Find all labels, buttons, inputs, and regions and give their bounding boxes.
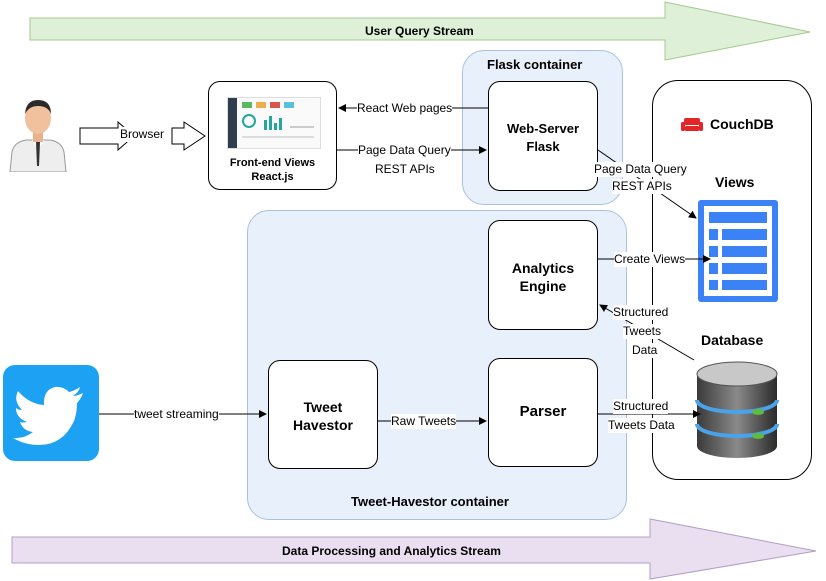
database-title: Database: [701, 332, 764, 348]
frontend-views-node[interactable]: Front-end Views React.js: [208, 81, 337, 190]
couch-icon: [681, 118, 703, 131]
react-pages-label: React Web pages: [357, 101, 453, 116]
tweet-label: Tweet: [303, 399, 343, 415]
structured-label-2a: Structured: [613, 399, 669, 414]
user-avatar-icon: [9, 100, 67, 172]
views-title: Views: [715, 174, 755, 190]
analytics-engine-node[interactable]: Analytics Engine: [488, 220, 598, 330]
raw-tweets-label: Raw Tweets: [391, 414, 457, 429]
structured-label-1a: Structured: [613, 305, 669, 320]
database-icon: [695, 361, 779, 458]
user-query-stream-label: User Query Stream: [365, 24, 474, 38]
harvestor-container-title: Tweet-Havestor container: [351, 494, 509, 509]
frontend-react-label: React.js: [251, 171, 294, 183]
engine-label: Engine: [519, 278, 567, 294]
data-processing-stream-label: Data Processing and Analytics Stream: [282, 544, 501, 558]
couchdb-title: CouchDB: [710, 116, 774, 132]
parser-label: Parser: [519, 403, 567, 420]
browser-label: Browser: [120, 127, 165, 142]
create-views-label: Create Views: [614, 252, 686, 267]
parser-node[interactable]: Parser: [488, 358, 598, 467]
user-query-stream-arrow: [29, 1, 811, 61]
tweet-havestor-node[interactable]: Tweet Havestor: [268, 360, 378, 469]
react-dashboard-thumbnail: [227, 97, 321, 149]
flask-label: Flask: [526, 139, 560, 154]
page-query-label-1a: Page Data Query: [358, 143, 451, 158]
twitter-bird-icon: [13, 386, 83, 445]
flask-container-title: Flask container: [487, 57, 583, 72]
analytics-label: Analytics: [511, 260, 575, 276]
page-query-label-1b: REST APIs: [375, 162, 435, 177]
page-query-label-2b: REST APIs: [612, 179, 672, 194]
structured-label-2b: Tweets Data: [608, 418, 675, 433]
structured-label-1c: Data: [632, 343, 658, 358]
structured-label-1b: Tweets: [623, 324, 662, 339]
webserver-flask-node[interactable]: Web-Server Flask: [488, 81, 598, 191]
data-processing-stream-arrow: [11, 518, 817, 580]
tweet-streaming-label: tweet streaming: [134, 407, 219, 422]
webserver-label: Web-Server: [506, 121, 579, 136]
views-list-icon: [698, 200, 778, 302]
page-query-label-2a: Page Data Query: [594, 162, 687, 177]
frontend-views-label: Front-end Views: [229, 157, 316, 169]
havestor-label: Havestor: [293, 417, 353, 433]
twitter-logo: [3, 365, 99, 461]
